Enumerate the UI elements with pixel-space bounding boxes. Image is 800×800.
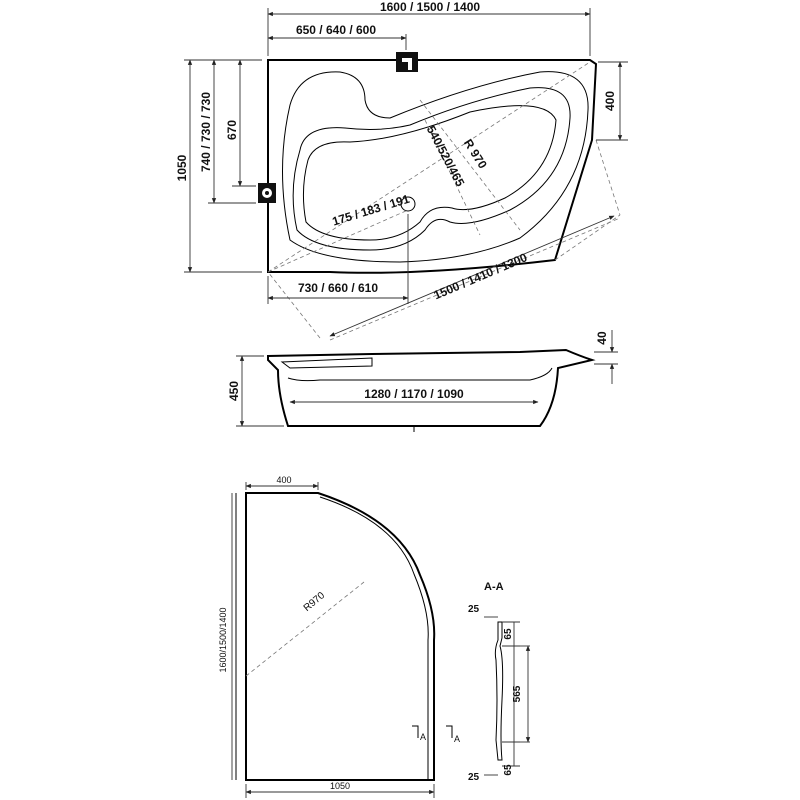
dim-radius: R 970	[461, 137, 490, 172]
dim-drain-distance: 175 / 183 / 191	[330, 192, 411, 229]
dim-overall-width: 1600 / 1500 / 1400	[380, 0, 480, 14]
section-marker-left-label: A	[420, 732, 426, 742]
tub-side-outline	[267, 348, 596, 427]
panel-radius: R970	[302, 590, 328, 614]
top-view: 1600 / 1500 / 1400 650 / 640 / 600 1050 …	[175, 0, 628, 341]
panel-view: R970 400 1600/1500/1400 1050 A A	[218, 475, 460, 798]
faucet-icon	[396, 52, 418, 72]
dim-basin-offset: 650 / 640 / 600	[296, 23, 376, 37]
dim-side-height: 450	[227, 381, 241, 401]
section-profile	[494, 621, 504, 761]
panel-top-width: 400	[276, 475, 291, 485]
section-title: A-A	[484, 581, 504, 593]
dim-inner-depth: 540/520/465	[424, 123, 468, 189]
dim-height-left-outer: 740 / 730 / 730	[199, 92, 213, 172]
section-bottom-offset: 25	[468, 772, 480, 783]
dim-rim: 40	[595, 331, 609, 345]
section-marker-right: A	[446, 725, 460, 744]
section-aa: A-A 25 65 565 65 25	[468, 581, 531, 783]
section-middle-segment: 565	[512, 685, 523, 702]
section-marker-right-label: A	[454, 734, 460, 744]
dim-overall-height: 1050	[175, 154, 189, 181]
dim-right-height: 400	[603, 91, 617, 111]
section-bottom-segment: 65	[503, 764, 514, 776]
dim-height-left-inner: 670	[225, 120, 239, 140]
panel-outline	[245, 492, 436, 781]
section-marker-left: A	[412, 725, 426, 742]
section-top-offset: 25	[468, 604, 480, 615]
tub-outer-outline	[267, 59, 598, 274]
dim-inner-length: 1280 / 1170 / 1090	[364, 387, 464, 401]
section-top-segment: 65	[503, 628, 514, 640]
panel-bottom-width: 1050	[330, 781, 350, 791]
overflow-icon	[258, 183, 276, 203]
drain-icon	[400, 196, 416, 212]
panel-height: 1600/1500/1400	[218, 607, 228, 672]
tub-rim-contour	[282, 71, 589, 263]
side-view: 40 450 1280 / 1170 / 1090	[227, 330, 618, 432]
dim-bottom-left: 730 / 660 / 610	[298, 281, 378, 295]
